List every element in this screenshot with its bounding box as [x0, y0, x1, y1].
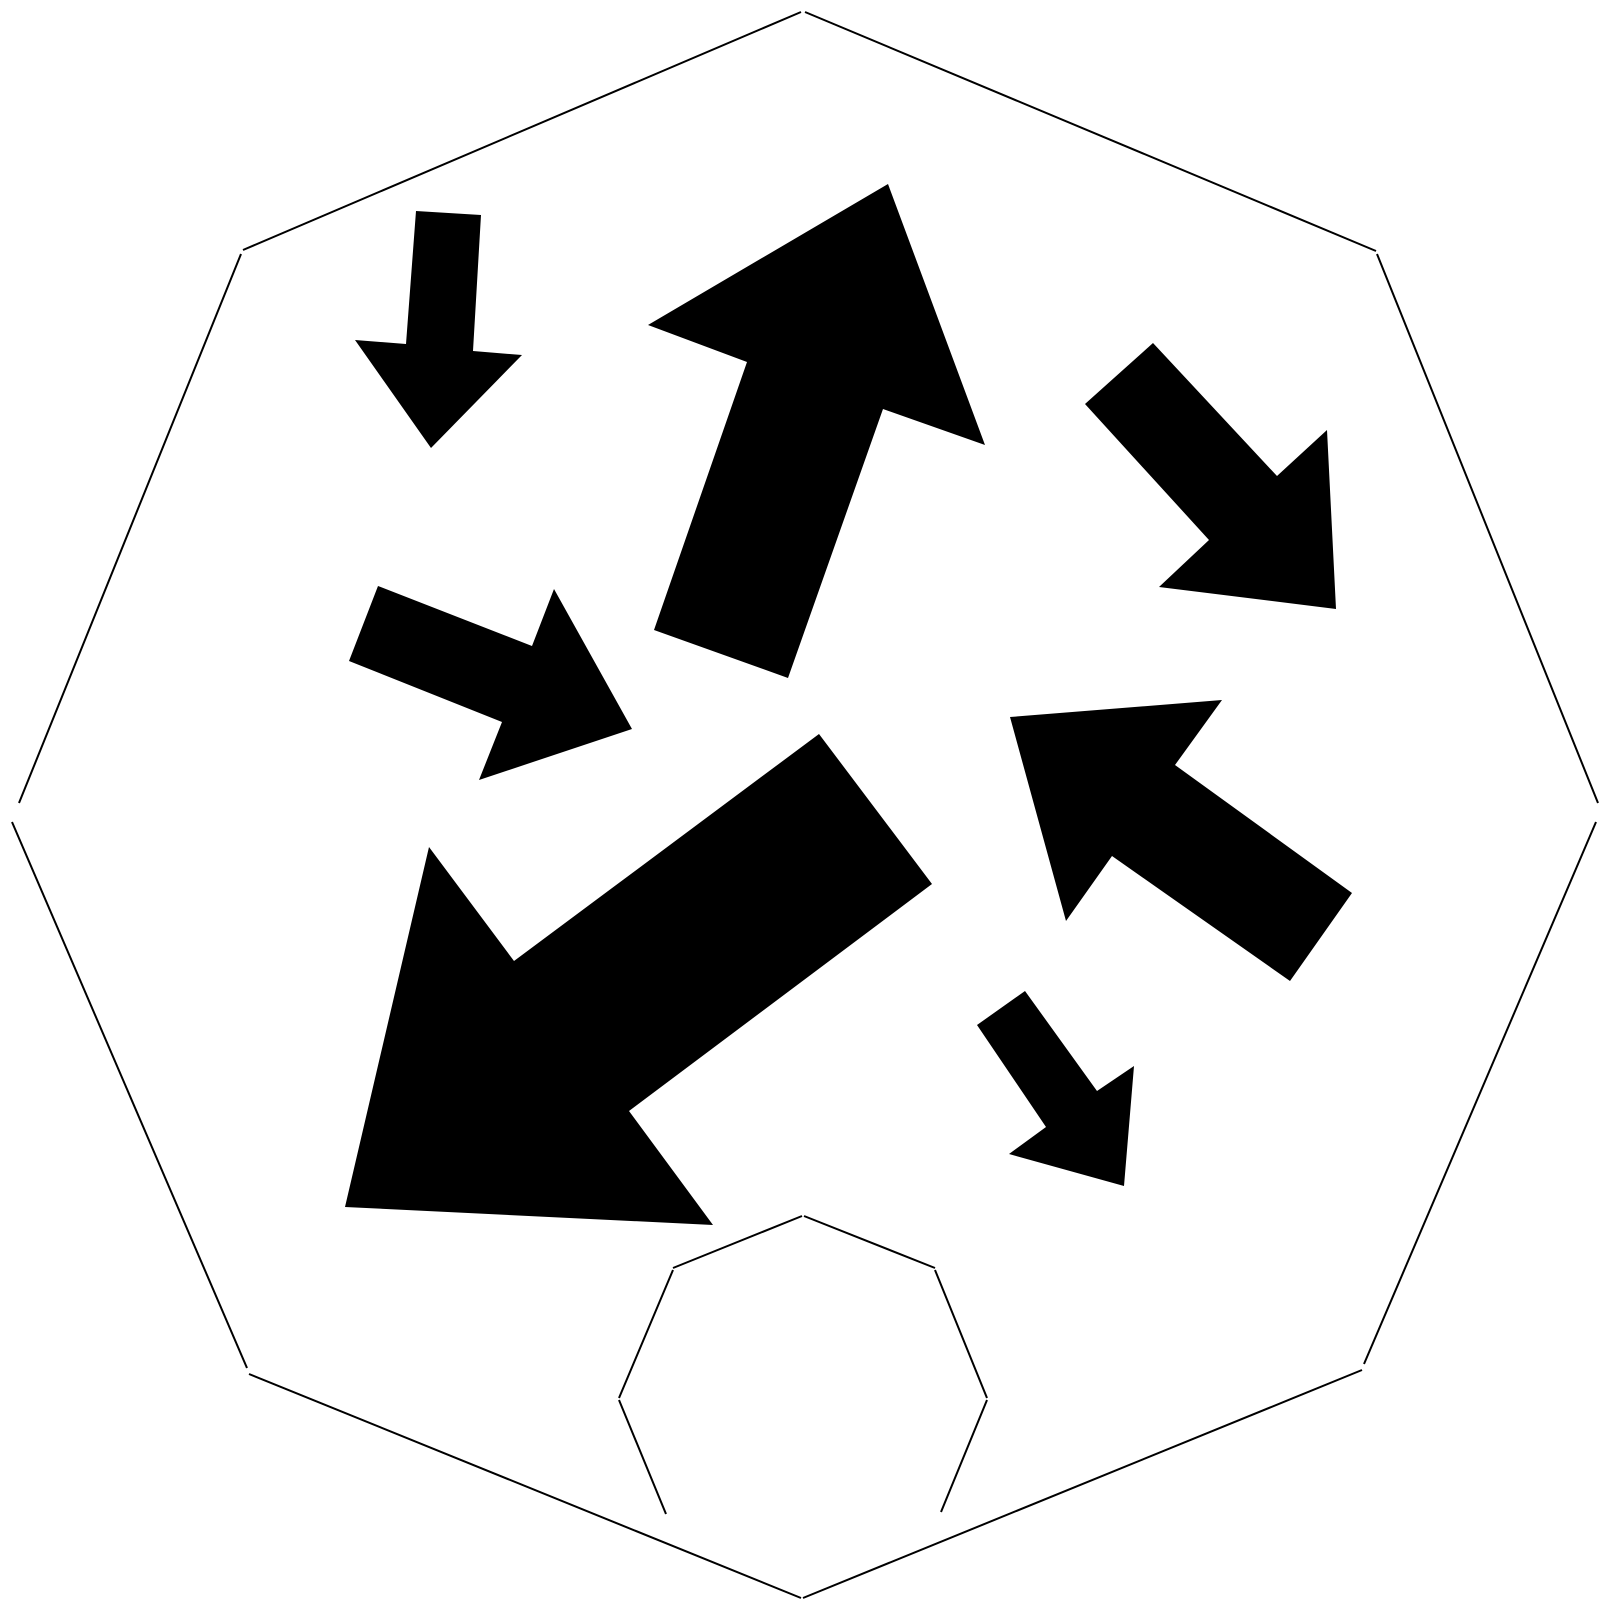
outer-octagon-edge [11, 821, 248, 1369]
outer-octagon-frame [11, 11, 1599, 1599]
outer-octagon-edge [1376, 253, 1599, 804]
arrows-group [345, 184, 1352, 1225]
arrow-down-left-icon [345, 734, 932, 1225]
outer-octagon-edge [1363, 821, 1597, 1365]
arrow-down-right-icon [1085, 343, 1336, 609]
arrow-up-right-icon [648, 184, 985, 678]
outer-octagon-edge [242, 11, 802, 251]
outer-octagon-edge [804, 11, 1377, 252]
arrow-right-down-icon [349, 586, 632, 780]
inner-octagon-edge [940, 1399, 988, 1513]
outer-octagon-edge [802, 1369, 1363, 1599]
outer-octagon-edge [18, 253, 242, 804]
arrow-down-icon [355, 211, 522, 448]
inner-octagon-edge [803, 1215, 936, 1269]
inner-octagon-edge [618, 1399, 667, 1515]
inner-octagon-edge [618, 1269, 674, 1399]
inner-octagon-frame [618, 1215, 988, 1515]
outer-octagon-edge [248, 1373, 802, 1599]
arrow-down-right-small-icon [977, 991, 1134, 1186]
inner-octagon-edge [934, 1269, 988, 1399]
inner-octagon-edge [672, 1215, 803, 1269]
arrow-up-left-icon [1010, 700, 1352, 981]
